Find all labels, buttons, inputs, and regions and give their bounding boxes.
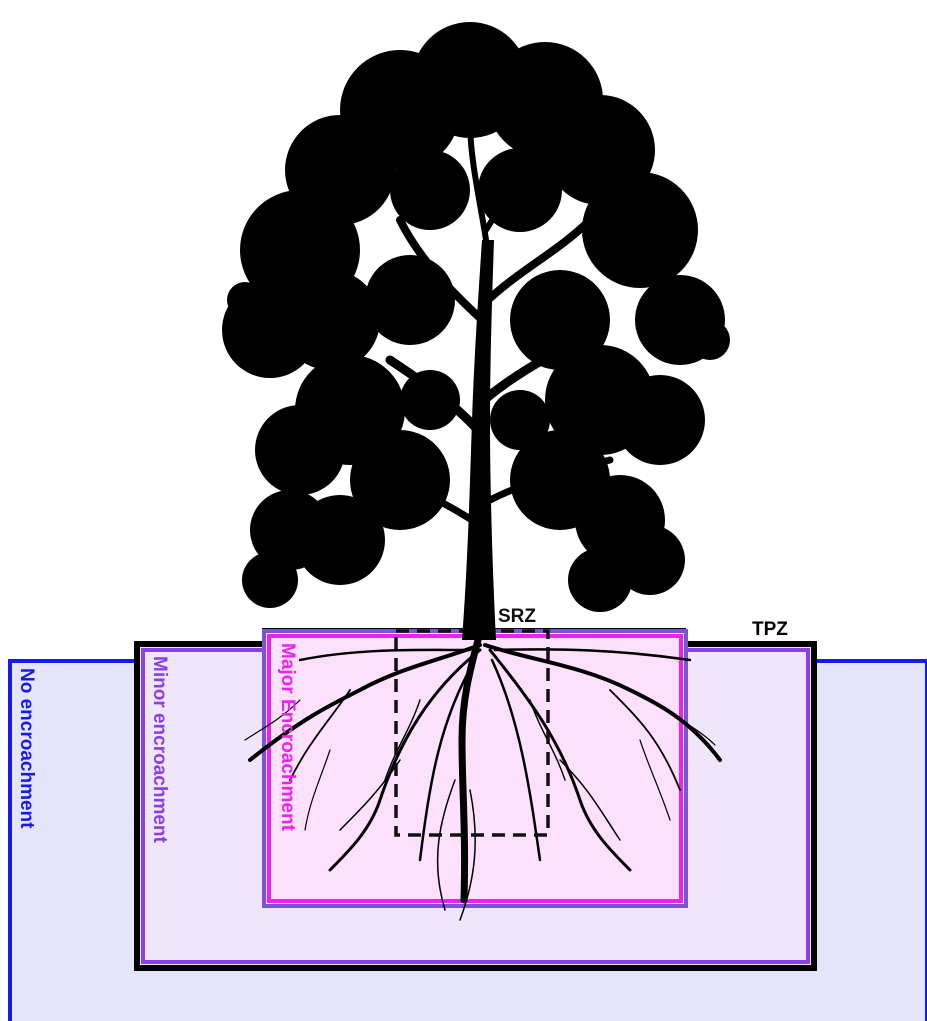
tree-silhouette: [222, 22, 730, 640]
major-encroachment-label: Major Encroachment: [278, 643, 297, 831]
minor-encroachment-label: Minor encroachment: [150, 656, 169, 843]
no-encroachment-label: No encroachment: [17, 668, 36, 828]
tpz-label: TPZ: [752, 620, 788, 639]
srz-label: SRZ: [498, 607, 536, 626]
